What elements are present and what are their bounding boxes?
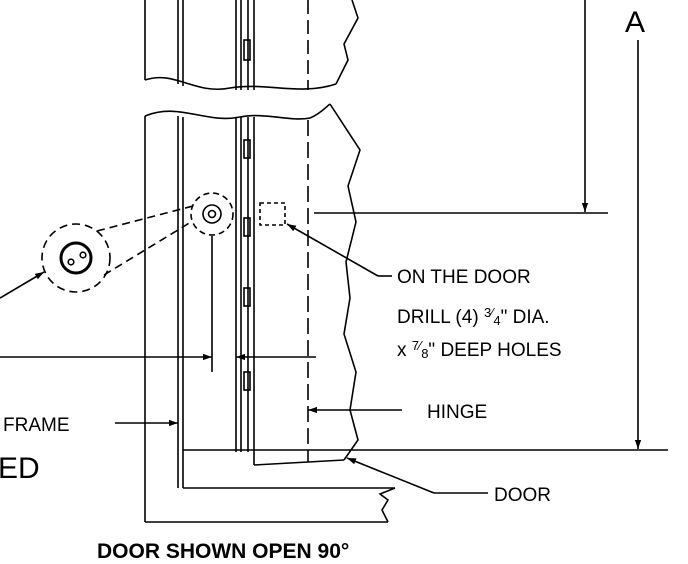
callout-on-the-door: ON THE DOOR: [397, 267, 531, 288]
dimension-a: [183, 0, 668, 451]
cut-off-label: ED: [0, 452, 40, 485]
upper-frame-section: [144, 0, 359, 91]
diagram-caption: DOOR SHOWN OPEN 90°: [97, 540, 349, 563]
callout-drill-size: DRILL (4) 3⁄4" DIA.: [397, 305, 550, 328]
lower-frame-section: [144, 103, 396, 523]
frame-label: FRAME: [3, 415, 70, 436]
door-label: DOOR: [494, 485, 551, 506]
leader-lines: [0, 223, 488, 494]
callout-drill-depth: x 7⁄8" DEEP HOLES: [397, 338, 562, 361]
drill-hole-detail: [0, 192, 286, 372]
dimension-a-label: A: [625, 6, 645, 39]
hinge-label: HINGE: [427, 402, 487, 423]
